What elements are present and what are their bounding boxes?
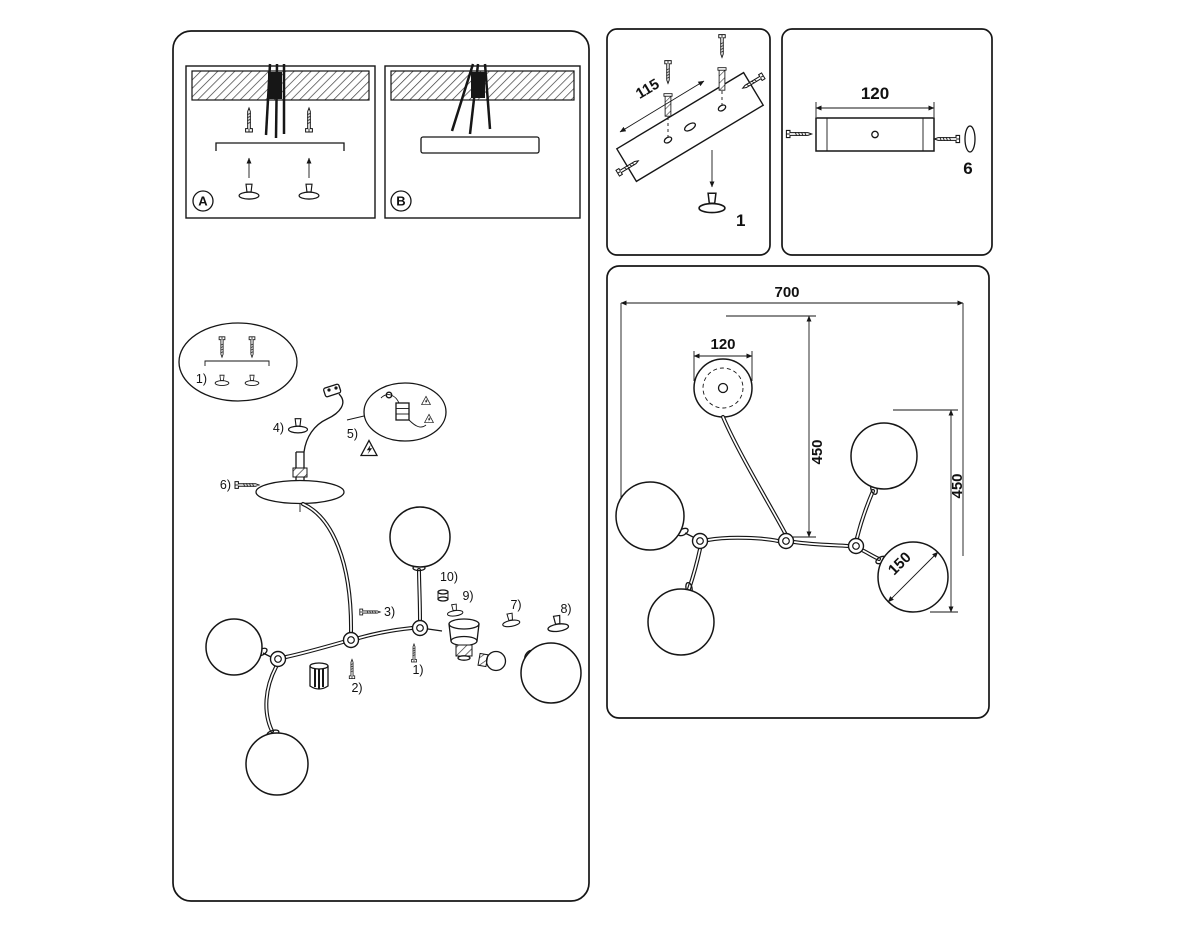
step-3-label: 3) <box>384 605 395 619</box>
dim-450-right: 450 <box>893 409 966 613</box>
mounting-bar-icon <box>215 142 345 151</box>
dim-120-canopy: 120 <box>693 336 753 381</box>
step-1-label: 1) <box>196 372 207 386</box>
arm-hub-icon <box>342 631 360 649</box>
step-5-label: 5) <box>347 427 358 441</box>
panel-exploded-view: 1) 4) 5) <box>178 322 582 796</box>
template-hole <box>717 104 727 112</box>
step-9-label: 9) <box>462 589 473 603</box>
dim-120: 120 <box>815 84 935 117</box>
mounting-option-a: A <box>185 63 376 219</box>
glass-globe <box>615 481 685 551</box>
ceiling-wires-icon <box>450 63 492 135</box>
dim-700: 700 <box>620 284 964 556</box>
glass-globe <box>205 618 263 676</box>
ceiling-canopy-icon <box>255 451 345 512</box>
arm-hub-icon <box>691 532 709 550</box>
canopy-plate-icon <box>420 136 540 154</box>
glass-globe <box>520 642 582 704</box>
ceiling-wires-icon <box>264 63 286 139</box>
wall-plug-icon <box>717 67 727 91</box>
panel-drill-template: 115 1 <box>606 28 771 256</box>
glass-globe <box>647 588 715 656</box>
step-4-label: 4) <box>273 421 284 435</box>
socket-parts-icon <box>448 618 480 661</box>
lamp-holder-detail-icon <box>309 662 329 690</box>
dim-700-label: 700 <box>774 284 799 301</box>
panel-mounting-bracket: 120 6 <box>781 28 993 256</box>
part-1-label: 1 <box>736 211 745 230</box>
mounting-bracket-bar <box>815 117 935 152</box>
dim-450-right-label: 450 <box>949 473 966 498</box>
lamp-arms-top-view <box>684 415 881 591</box>
option-b-label: B <box>396 194 405 209</box>
glass-globe <box>850 422 918 490</box>
step-1b-label: 1) <box>412 663 423 677</box>
grommet-icon <box>437 589 449 602</box>
arm-stub <box>427 628 443 632</box>
cap-nut-side-icon <box>964 125 976 153</box>
canopy-top-view <box>693 358 753 418</box>
hanger-bracket-icon <box>303 383 344 453</box>
dim-120-canopy-label: 120 <box>710 336 735 353</box>
mounting-option-b: B <box>384 63 581 219</box>
main-panel-border <box>172 30 590 902</box>
step-10-label: 10) <box>440 570 458 584</box>
step-8-label: 8) <box>560 602 571 616</box>
hardware-detail-bubble <box>178 322 298 402</box>
dim-120-label: 120 <box>861 84 889 103</box>
dim-450-left: 450 <box>726 315 826 538</box>
lamp-arms <box>264 502 422 733</box>
glass-globe <box>389 506 451 568</box>
wiring-detail-bubble <box>346 382 447 442</box>
arm-hub-icon <box>777 532 795 550</box>
light-bulb-icon <box>477 650 507 672</box>
glass-globe <box>245 732 309 796</box>
step-6-label: 6) <box>220 478 231 492</box>
part-6-label: 6 <box>963 159 972 178</box>
option-a-badge <box>192 190 214 212</box>
option-a-label: A <box>198 194 208 209</box>
panel-mounting-options: A B <box>172 30 590 902</box>
arm-hub-icon <box>269 650 287 668</box>
template-hole <box>663 136 673 144</box>
panel-dimensions: 700 120 <box>606 265 990 719</box>
arm-hub-icon <box>411 619 429 637</box>
option-b-badge <box>390 190 412 212</box>
step-2-label: 2) <box>351 681 362 695</box>
arm-hub-icon <box>847 537 865 555</box>
step-7-label: 7) <box>510 598 521 612</box>
dim-450-left-label: 450 <box>809 439 826 464</box>
